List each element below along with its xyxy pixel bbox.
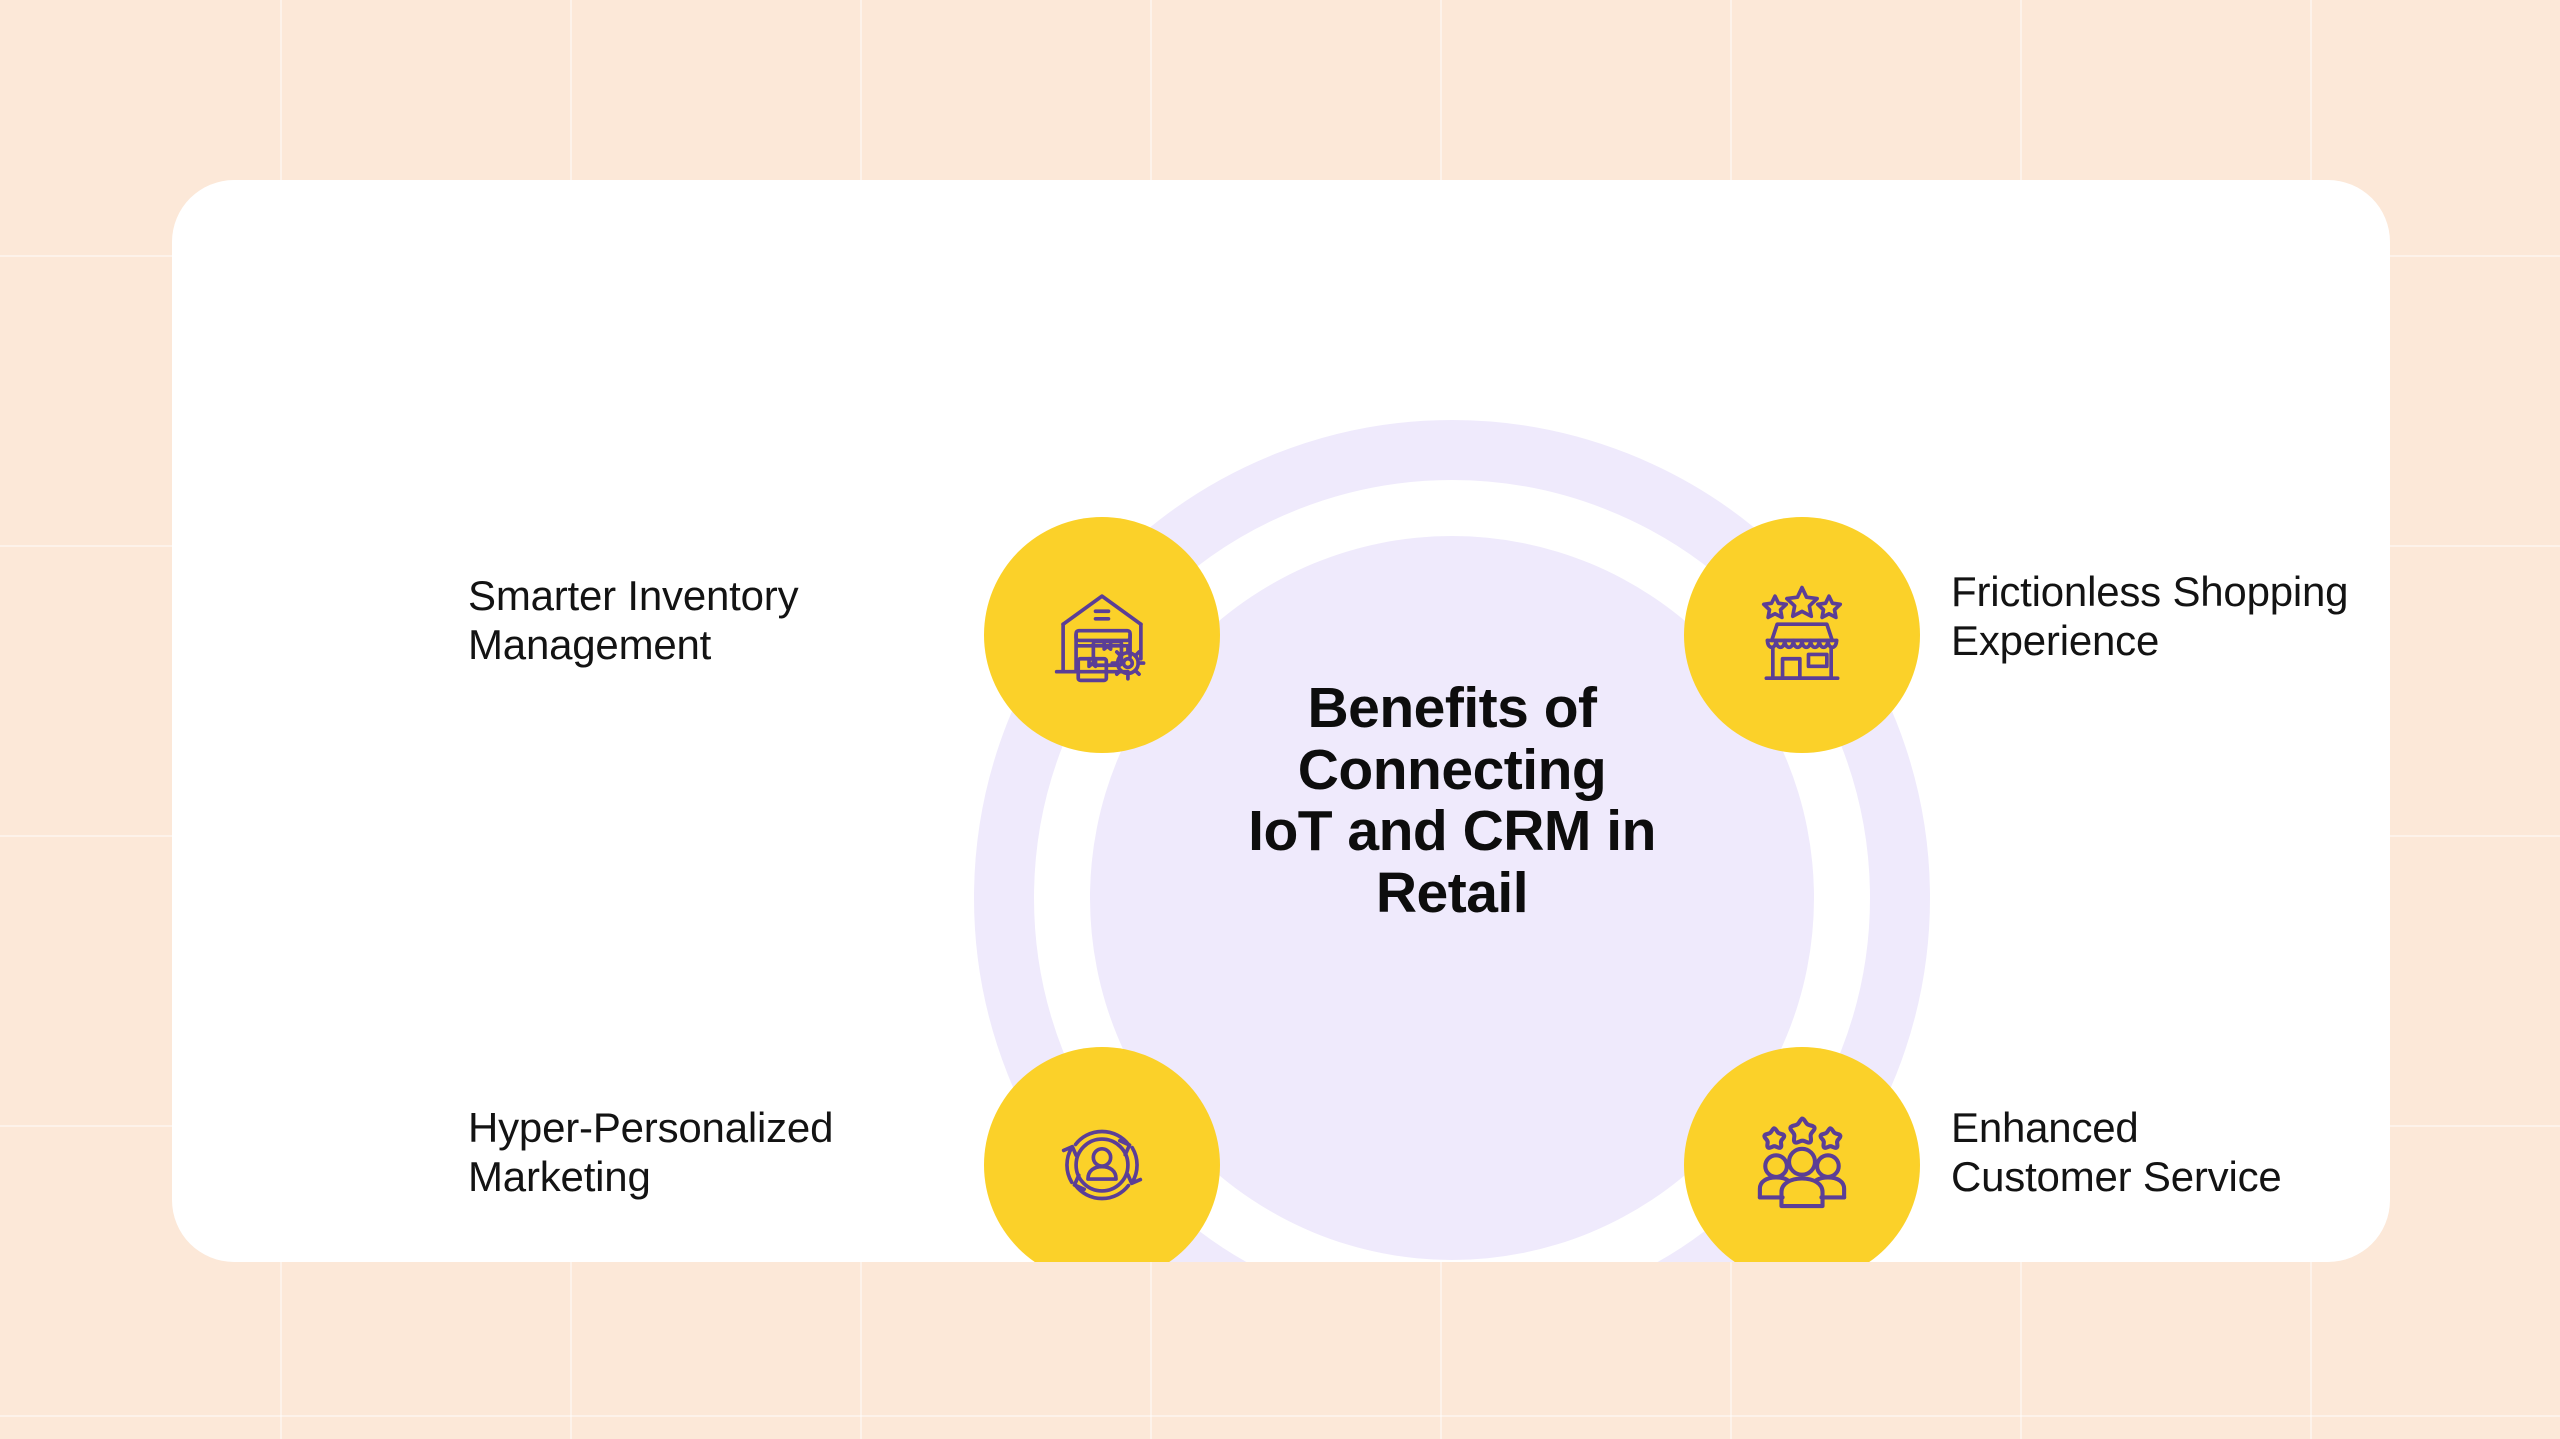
warehouse-gear-icon	[1048, 581, 1156, 689]
content-card: Benefits of Connecting IoT and CRM in Re…	[172, 180, 2390, 1262]
item-label-frictionless-shopping-experience: Frictionless Shopping Experience	[1951, 568, 2349, 665]
page-title: Benefits of Connecting IoT and CRM in Re…	[1248, 676, 1656, 925]
user-cycle-arrows-icon	[1048, 1111, 1156, 1219]
icon-badge-hyper-personalized-marketing[interactable]	[984, 1047, 1220, 1262]
item-label-smarter-inventory-management: Smarter Inventory Management	[468, 572, 799, 669]
storefront-stars-icon	[1748, 581, 1856, 689]
item-label-enhanced-customer-service: Enhanced Customer Service	[1951, 1104, 2282, 1201]
icon-badge-enhanced-customer-service[interactable]	[1684, 1047, 1920, 1262]
icon-badge-smarter-inventory-management[interactable]	[984, 517, 1220, 753]
icon-badge-frictionless-shopping-experience[interactable]	[1684, 517, 1920, 753]
item-label-hyper-personalized-marketing: Hyper-Personalized Marketing	[468, 1104, 834, 1201]
people-stars-icon	[1748, 1111, 1856, 1219]
